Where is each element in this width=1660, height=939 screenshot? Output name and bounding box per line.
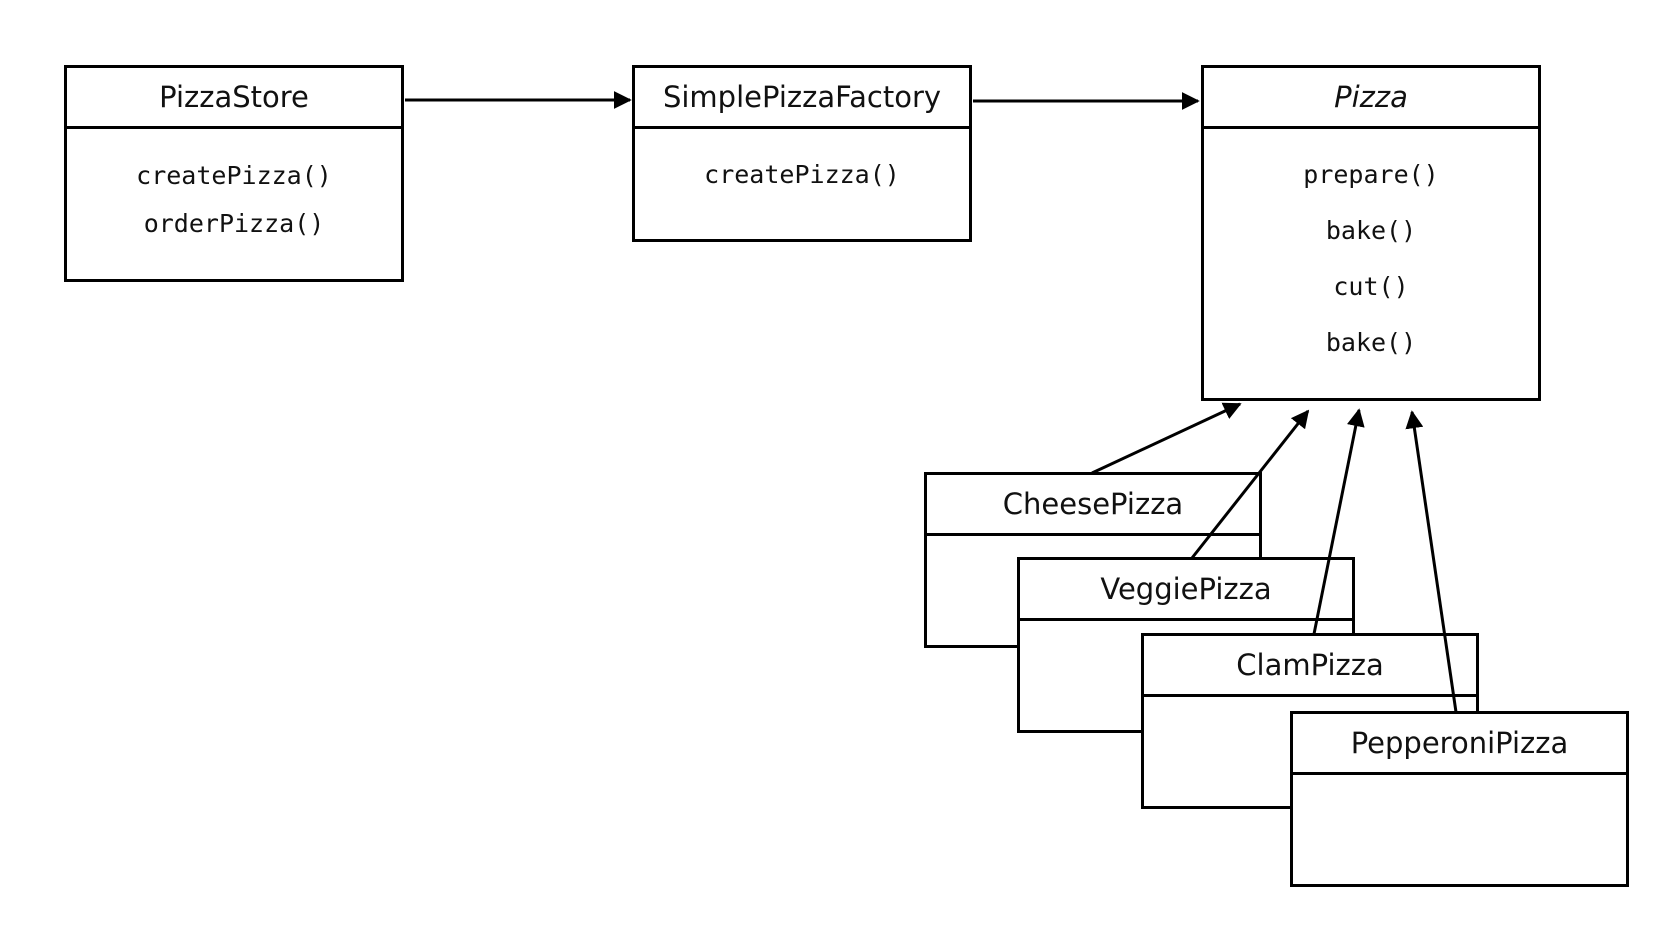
class-name-veggie-pizza: VeggiePizza <box>1020 560 1352 621</box>
class-name-pepperoni-pizza: PepperoniPizza <box>1293 714 1626 775</box>
class-name-simple-pizza-factory: SimplePizzaFactory <box>635 68 969 129</box>
method-create-pizza: createPizza() <box>136 161 332 190</box>
inheritance-arrow-cheese-pizza <box>1091 402 1242 475</box>
method-prepare: prepare() <box>1303 160 1439 189</box>
class-box-pepperoni-pizza: PepperoniPizza <box>1290 711 1629 887</box>
method-order-pizza: orderPizza() <box>143 209 325 238</box>
class-name-cheese-pizza: CheesePizza <box>927 475 1259 536</box>
method-bake: bake() <box>1325 328 1417 357</box>
class-name-pizza-store: PizzaStore <box>67 68 401 129</box>
method-create-pizza: createPizza() <box>704 160 900 189</box>
method-bake: bake() <box>1325 216 1417 245</box>
class-name-pizza: Pizza <box>1204 68 1538 129</box>
method-cut: cut() <box>1333 272 1409 301</box>
class-box-pizza-store: PizzaStore createPizza() orderPizza() <box>64 65 404 282</box>
class-box-pizza: Pizza prepare() bake() cut() bake() <box>1201 65 1541 401</box>
class-name-clam-pizza: ClamPizza <box>1144 636 1476 697</box>
class-box-simple-pizza-factory: SimplePizzaFactory createPizza() <box>632 65 972 242</box>
